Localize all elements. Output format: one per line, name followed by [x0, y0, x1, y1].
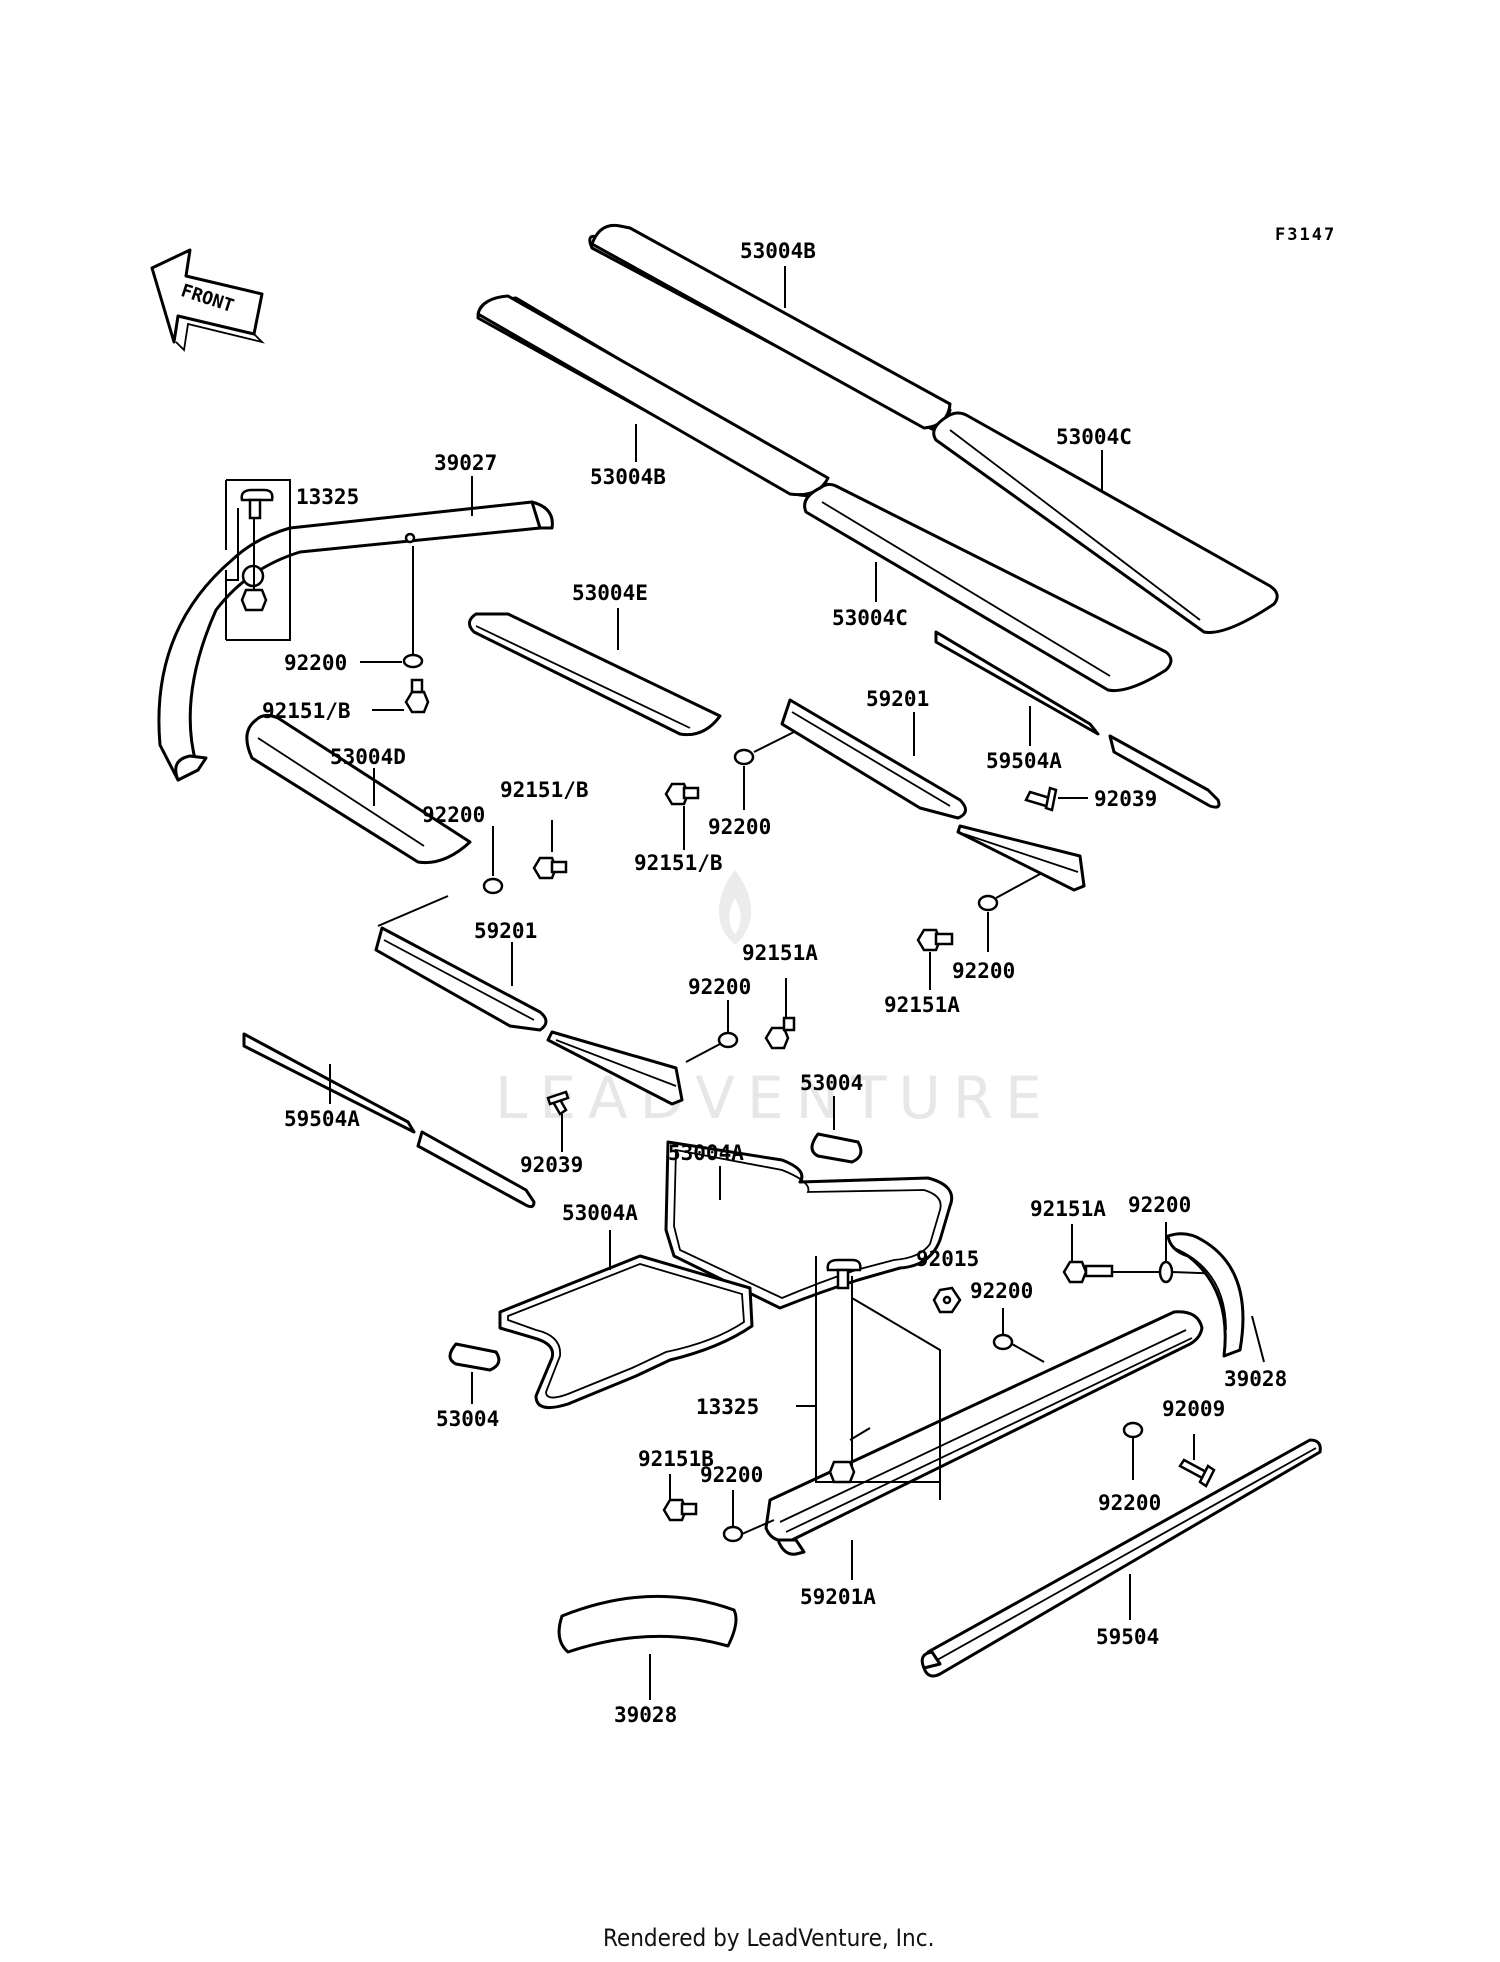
- label-92200-d: 92200: [688, 975, 751, 999]
- label-39027: 39027: [434, 451, 497, 475]
- label-92200-i: 92200: [1098, 1491, 1161, 1515]
- label-92015: 92015: [916, 1247, 979, 1271]
- label-92039-right: 92039: [1094, 787, 1157, 811]
- watermark: LEADVENTURE: [495, 1064, 1054, 1132]
- label-92151A-b: 92151A: [884, 993, 960, 1017]
- label-92200-b: 92200: [422, 803, 485, 827]
- label-59504: 59504: [1096, 1625, 1159, 1649]
- washer-bolt-group-h: [662, 1474, 775, 1543]
- washer-bolt-group-i: [1122, 1421, 1216, 1488]
- front-arrow-icon: FRONT: [150, 248, 265, 352]
- label-92200-c: 92200: [708, 815, 771, 839]
- bumper-39028-bottom: [557, 1594, 738, 1700]
- label-92151B-b: 92151/B: [500, 778, 589, 802]
- label-92151A-a: 92151A: [742, 941, 818, 965]
- label-59201-upper: 59201: [866, 687, 929, 711]
- trim-59504: [920, 1438, 1322, 1678]
- label-92151B-c: 92151/B: [634, 851, 723, 875]
- label-92200-g: 92200: [970, 1279, 1033, 1303]
- label-59201-lower: 59201: [474, 919, 537, 943]
- mat-53004D: [245, 713, 472, 865]
- bolt-13325-lower: [796, 1256, 941, 1500]
- label-53004D: 53004D: [330, 745, 406, 769]
- washer-92200-g: [992, 1308, 1045, 1363]
- mat-53004B-upper: [588, 223, 952, 432]
- label-53004-upper: 53004: [800, 1071, 863, 1095]
- label-53004B-lower: 53004B: [590, 465, 666, 489]
- pad-53004-upper: [810, 1096, 863, 1164]
- label-59201A: 59201A: [800, 1585, 876, 1609]
- label-92200-e: 92200: [952, 959, 1015, 983]
- label-92009: 92009: [1162, 1397, 1225, 1421]
- trim-59504A-left: [242, 1032, 536, 1209]
- label-92200-a: 92200: [284, 651, 347, 675]
- label-13325-lower: 13325: [696, 1395, 759, 1419]
- label-39028-right: 39028: [1224, 1367, 1287, 1391]
- bumper-39028-right: [1166, 1232, 1265, 1363]
- nut-92015: [932, 1286, 962, 1314]
- trim-59504A-right: [934, 630, 1221, 809]
- footer-credit: Rendered by LeadVenture, Inc.: [603, 1924, 934, 1952]
- diagram-code: F3147: [1275, 225, 1336, 245]
- label-92151B-a: 92151/B: [262, 699, 351, 723]
- label-92200-f: 92200: [1128, 1193, 1191, 1217]
- step-rail-59201-upper: [780, 698, 1086, 892]
- label-92200-h: 92200: [700, 1463, 763, 1487]
- labels: 53004B 53004B 53004C 53004C 39027 13325 …: [262, 239, 1287, 1727]
- label-53004C-upper: 53004C: [1056, 425, 1132, 449]
- label-92039-left: 92039: [520, 1153, 583, 1177]
- rivet-92039-right: [1024, 786, 1088, 812]
- mat-53004C-upper: [932, 411, 1279, 634]
- step-rail-59201-lower: [374, 895, 684, 1106]
- mat-53004E: [468, 612, 722, 737]
- label-13325-upper: 13325: [296, 485, 359, 509]
- label-92151A-c: 92151A: [1030, 1197, 1106, 1221]
- label-53004C-lower: 53004C: [832, 606, 908, 630]
- label-53004B-upper: 53004B: [740, 239, 816, 263]
- label-59504A-left: 59504A: [284, 1107, 360, 1131]
- mat-53004A-lower: [498, 1230, 754, 1410]
- label-53004A-lower: 53004A: [562, 1201, 638, 1225]
- label-53004A-upper: 53004A: [668, 1141, 744, 1165]
- washer-bolt-group-c: [916, 873, 1041, 990]
- washer-bolt-group-b: [664, 731, 795, 850]
- washer-bolt-group-d: [482, 820, 568, 895]
- rivet-92039-left: [546, 1090, 570, 1152]
- washer-bolt-group-e: [685, 978, 796, 1063]
- step-rail-59201A: [764, 1310, 1204, 1580]
- label-59504A-right: 59504A: [986, 749, 1062, 773]
- label-53004-lower: 53004: [436, 1407, 499, 1431]
- pad-53004-lower: [448, 1342, 501, 1404]
- washer-bolt-group-a: [360, 546, 430, 714]
- mat-53004C-lower: [803, 482, 1173, 693]
- bolt-13325-upper: [225, 479, 291, 641]
- watermark-logo: [718, 870, 752, 945]
- label-53004E: 53004E: [572, 581, 648, 605]
- label-39028-bottom: 39028: [614, 1703, 677, 1727]
- label-92151B-d: 92151B: [638, 1447, 714, 1471]
